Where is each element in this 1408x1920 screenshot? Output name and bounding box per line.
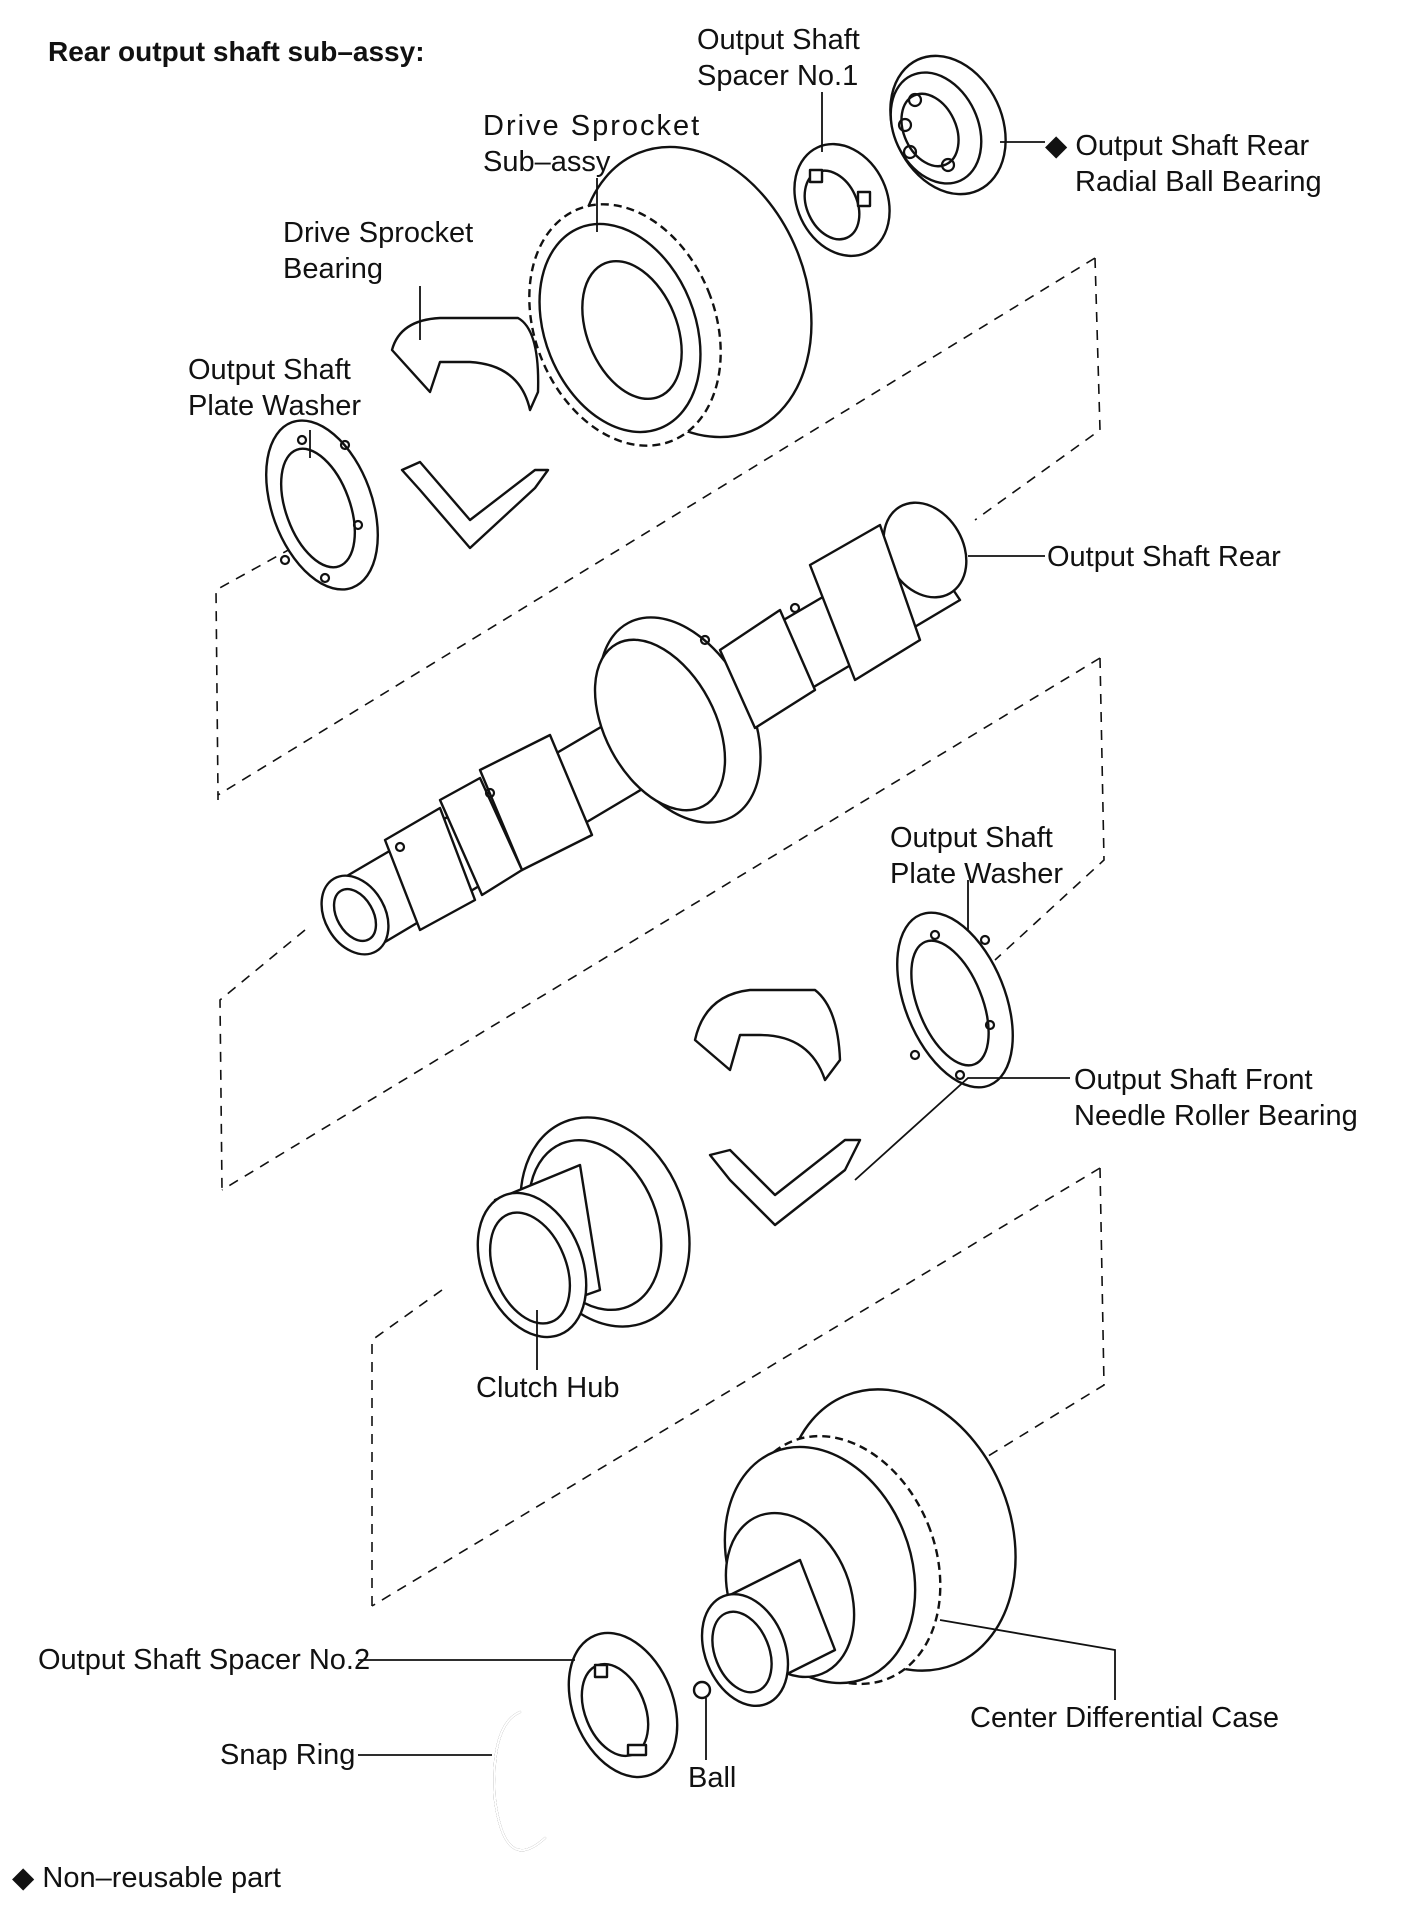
- label-ball: Ball: [688, 1760, 736, 1796]
- label-line: Output Shaft: [890, 822, 1053, 854]
- legend-text: Non–reusable part: [42, 1862, 281, 1894]
- label-clutch-hub: Clutch Hub: [476, 1370, 619, 1406]
- snap-ring: [493, 1710, 547, 1852]
- rear-radial-ball-bearing: [889, 54, 1007, 196]
- label-output-shaft-spacer-no1: Output Shaft Spacer No.1: [697, 22, 860, 94]
- spacer-no2: [567, 1631, 679, 1779]
- label-line: Output Shaft Rear: [1075, 130, 1310, 162]
- label-line: Spacer No.1: [697, 60, 859, 92]
- label-line: Drive Sprocket: [283, 217, 474, 249]
- label-drive-sprocket-sub-assy: Drive Sprocket Sub–assy: [483, 108, 701, 180]
- label-plate-washer-top: Output Shaft Plate Washer: [188, 352, 361, 424]
- clutch-hub: [476, 1116, 691, 1339]
- legend: ◆ Non–reusable part: [12, 1860, 281, 1896]
- label-line: Clutch Hub: [476, 1372, 620, 1404]
- ball: [692, 1680, 712, 1700]
- plate-washer-mid: [896, 911, 1014, 1089]
- label-line: Output Shaft Spacer No.2: [38, 1644, 371, 1676]
- label-line: Output Shaft Front: [1074, 1064, 1313, 1096]
- label-line: Plate Washer: [188, 390, 361, 422]
- label-line: Radial Ball Bearing: [1075, 166, 1322, 198]
- label-line: Output Shaft: [188, 354, 351, 386]
- label-line: Bearing: [283, 253, 383, 285]
- non-reusable-mark-icon: ◆: [1045, 130, 1068, 162]
- label-line: Center Differential Case: [970, 1702, 1279, 1734]
- diagram-title: Rear output shaft sub–assy:: [48, 36, 425, 67]
- label-line: Ball: [688, 1762, 737, 1794]
- front-needle-roller-bearing: [693, 988, 862, 1227]
- label-drive-sprocket-bearing: Drive Sprocket Bearing: [283, 215, 473, 287]
- output-shaft-rear: [320, 501, 968, 956]
- label-line: Plate Washer: [890, 858, 1063, 890]
- drive-sprocket: [528, 145, 813, 447]
- spacer-no1: [793, 142, 891, 258]
- label-center-differential-case: Center Differential Case: [970, 1700, 1279, 1736]
- leader-lines: [309, 92, 1116, 1760]
- assembly-guide-lines: [215, 257, 1105, 1607]
- label-snap-ring: Snap Ring: [220, 1737, 355, 1773]
- label-front-needle-roller-bearing: Output Shaft Front Needle Roller Bearing: [1074, 1062, 1358, 1134]
- center-differential-case: [700, 1388, 1017, 1708]
- label-line: Drive Sprocket: [483, 110, 702, 142]
- label-line: Output Shaft: [697, 24, 860, 56]
- label-plate-washer-mid: Output Shaft Plate Washer: [890, 820, 1063, 892]
- label-line: Needle Roller Bearing: [1074, 1100, 1358, 1132]
- label-rear-radial-ball-bearing: ◆ Output Shaft Rear Radial Ball Bearing: [1045, 128, 1322, 200]
- label-line-with-mark: ◆ Output Shaft Rear: [1045, 128, 1322, 164]
- label-line: Snap Ring: [220, 1739, 356, 1771]
- drive-sprocket-bearing: [390, 316, 550, 550]
- label-output-shaft-spacer-no2: Output Shaft Spacer No.2: [38, 1642, 370, 1678]
- plate-washer-top: [265, 419, 379, 591]
- label-line: Output Shaft Rear: [1047, 541, 1281, 573]
- non-reusable-mark-icon: ◆: [12, 1862, 35, 1894]
- label-line: Sub–assy: [483, 146, 611, 178]
- label-output-shaft-rear: Output Shaft Rear: [1047, 539, 1281, 575]
